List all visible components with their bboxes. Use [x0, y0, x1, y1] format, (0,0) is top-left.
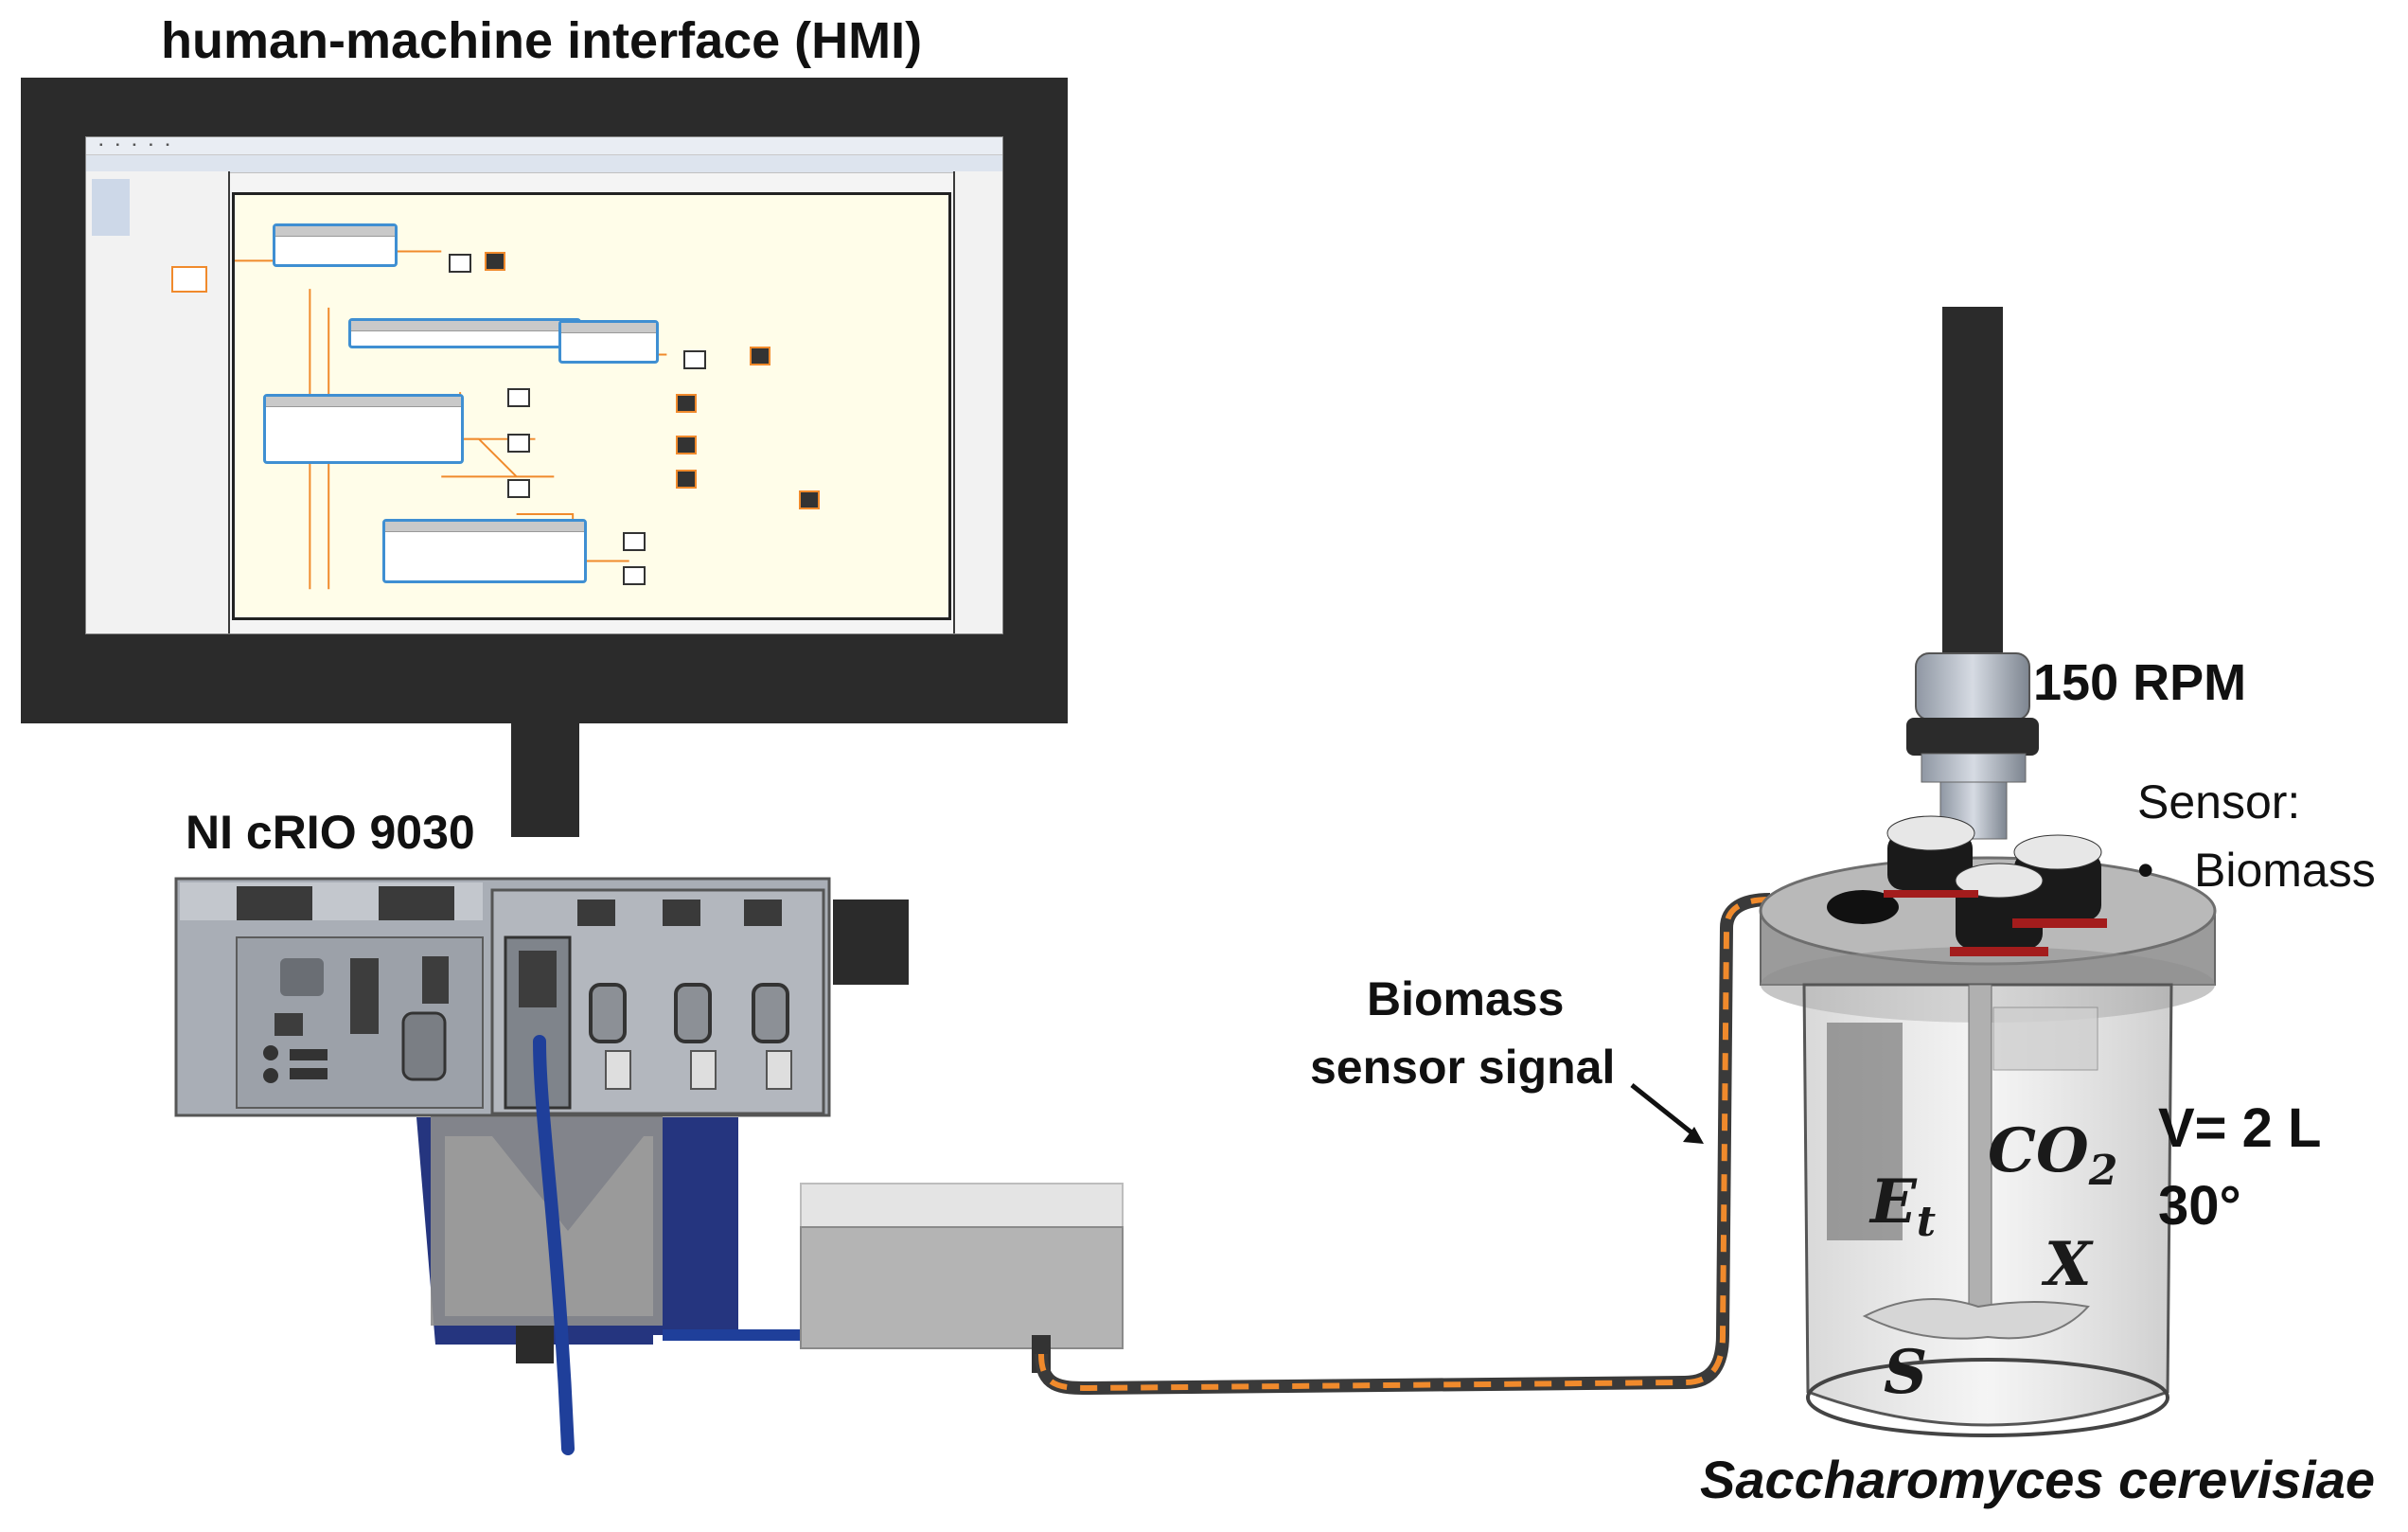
diagram-indicator-4[interactable]	[676, 436, 697, 454]
signal-arrow	[1630, 1083, 1704, 1144]
tree-panel	[92, 179, 130, 236]
signal-label-line2: sensor signal	[1310, 1041, 1616, 1094]
diagram-terminal-5[interactable]	[507, 479, 530, 498]
diagram-terminal-2[interactable]	[683, 350, 706, 369]
usb-cable	[533, 1035, 575, 1455]
diagram-indicator-2[interactable]	[750, 347, 770, 365]
sensor-item-label: Biomass	[2194, 844, 2376, 897]
bullet-icon: •	[2137, 844, 2154, 897]
signal-label-line1: Biomass	[1367, 972, 1565, 1025]
diagram-indicator-1[interactable]	[485, 252, 505, 271]
diagram-indicator-6[interactable]	[799, 490, 820, 509]
organism-label: Saccharomyces cerevisiae	[1700, 1450, 2375, 1509]
diagram-terminal-7[interactable]	[623, 566, 646, 585]
menu-placeholder-2[interactable]: ▪	[115, 140, 120, 151]
variable-et: Et	[1870, 1167, 1936, 1246]
crio-title: NI cRIO 9030	[186, 806, 475, 859]
menu-placeholder-4[interactable]: ▪	[149, 140, 153, 151]
volume-label: V= 2 L	[2158, 1097, 2322, 1159]
biomass-signal-cable	[1035, 893, 1771, 1396]
variable-s: S	[1884, 1337, 1928, 1408]
diagram-indicator-5[interactable]	[676, 470, 697, 489]
sensor-heading: Sensor:	[2137, 775, 2301, 828]
co2-sub: 2	[2088, 1146, 2118, 1195]
hmi-right-panel	[953, 171, 1002, 633]
menu-placeholder-3[interactable]: ▪	[133, 140, 136, 151]
diagram-node-4[interactable]	[263, 394, 464, 464]
diagram-node-2[interactable]	[348, 318, 581, 348]
diagram-terminal-3[interactable]	[507, 388, 530, 407]
hmi-left-panel	[86, 171, 230, 633]
sensor-list-item: • Biomass	[2137, 843, 2376, 898]
et-base: E	[1870, 1167, 1917, 1238]
hmi-menubar: ▪ ▪ ▪ ▪ ▪	[86, 137, 1002, 155]
block-diagram	[232, 192, 951, 620]
variable-x: X	[2045, 1229, 2092, 1300]
rpm-label: 150 RPM	[2033, 654, 2247, 711]
transmitter-box	[800, 1183, 1124, 1373]
diagram-node-3[interactable]	[558, 320, 659, 364]
diagram-indicator-3[interactable]	[676, 394, 697, 413]
diagram-node-1[interactable]	[273, 223, 398, 267]
diagram-node-5[interactable]	[382, 519, 587, 583]
hmi-toolbar	[86, 155, 1002, 173]
diagram-terminal-4[interactable]	[507, 434, 530, 453]
menu-placeholder-1[interactable]: ▪	[99, 140, 103, 151]
co2-base: CO	[1988, 1115, 2089, 1186]
diagram-terminal-1[interactable]	[449, 254, 471, 273]
temperature-label: 30°	[2158, 1175, 2241, 1237]
hmi-window: ▪ ▪ ▪ ▪ ▪	[85, 136, 1003, 634]
hmi-title: human-machine interface (HMI)	[161, 12, 923, 69]
bioreactor	[1759, 307, 2217, 1437]
menu-placeholder-5[interactable]: ▪	[166, 140, 169, 151]
et-sub: t	[1916, 1197, 1937, 1246]
variable-co2: CO2	[1988, 1115, 2117, 1195]
diagram-terminal-6[interactable]	[623, 532, 646, 551]
control-box[interactable]	[171, 266, 207, 293]
